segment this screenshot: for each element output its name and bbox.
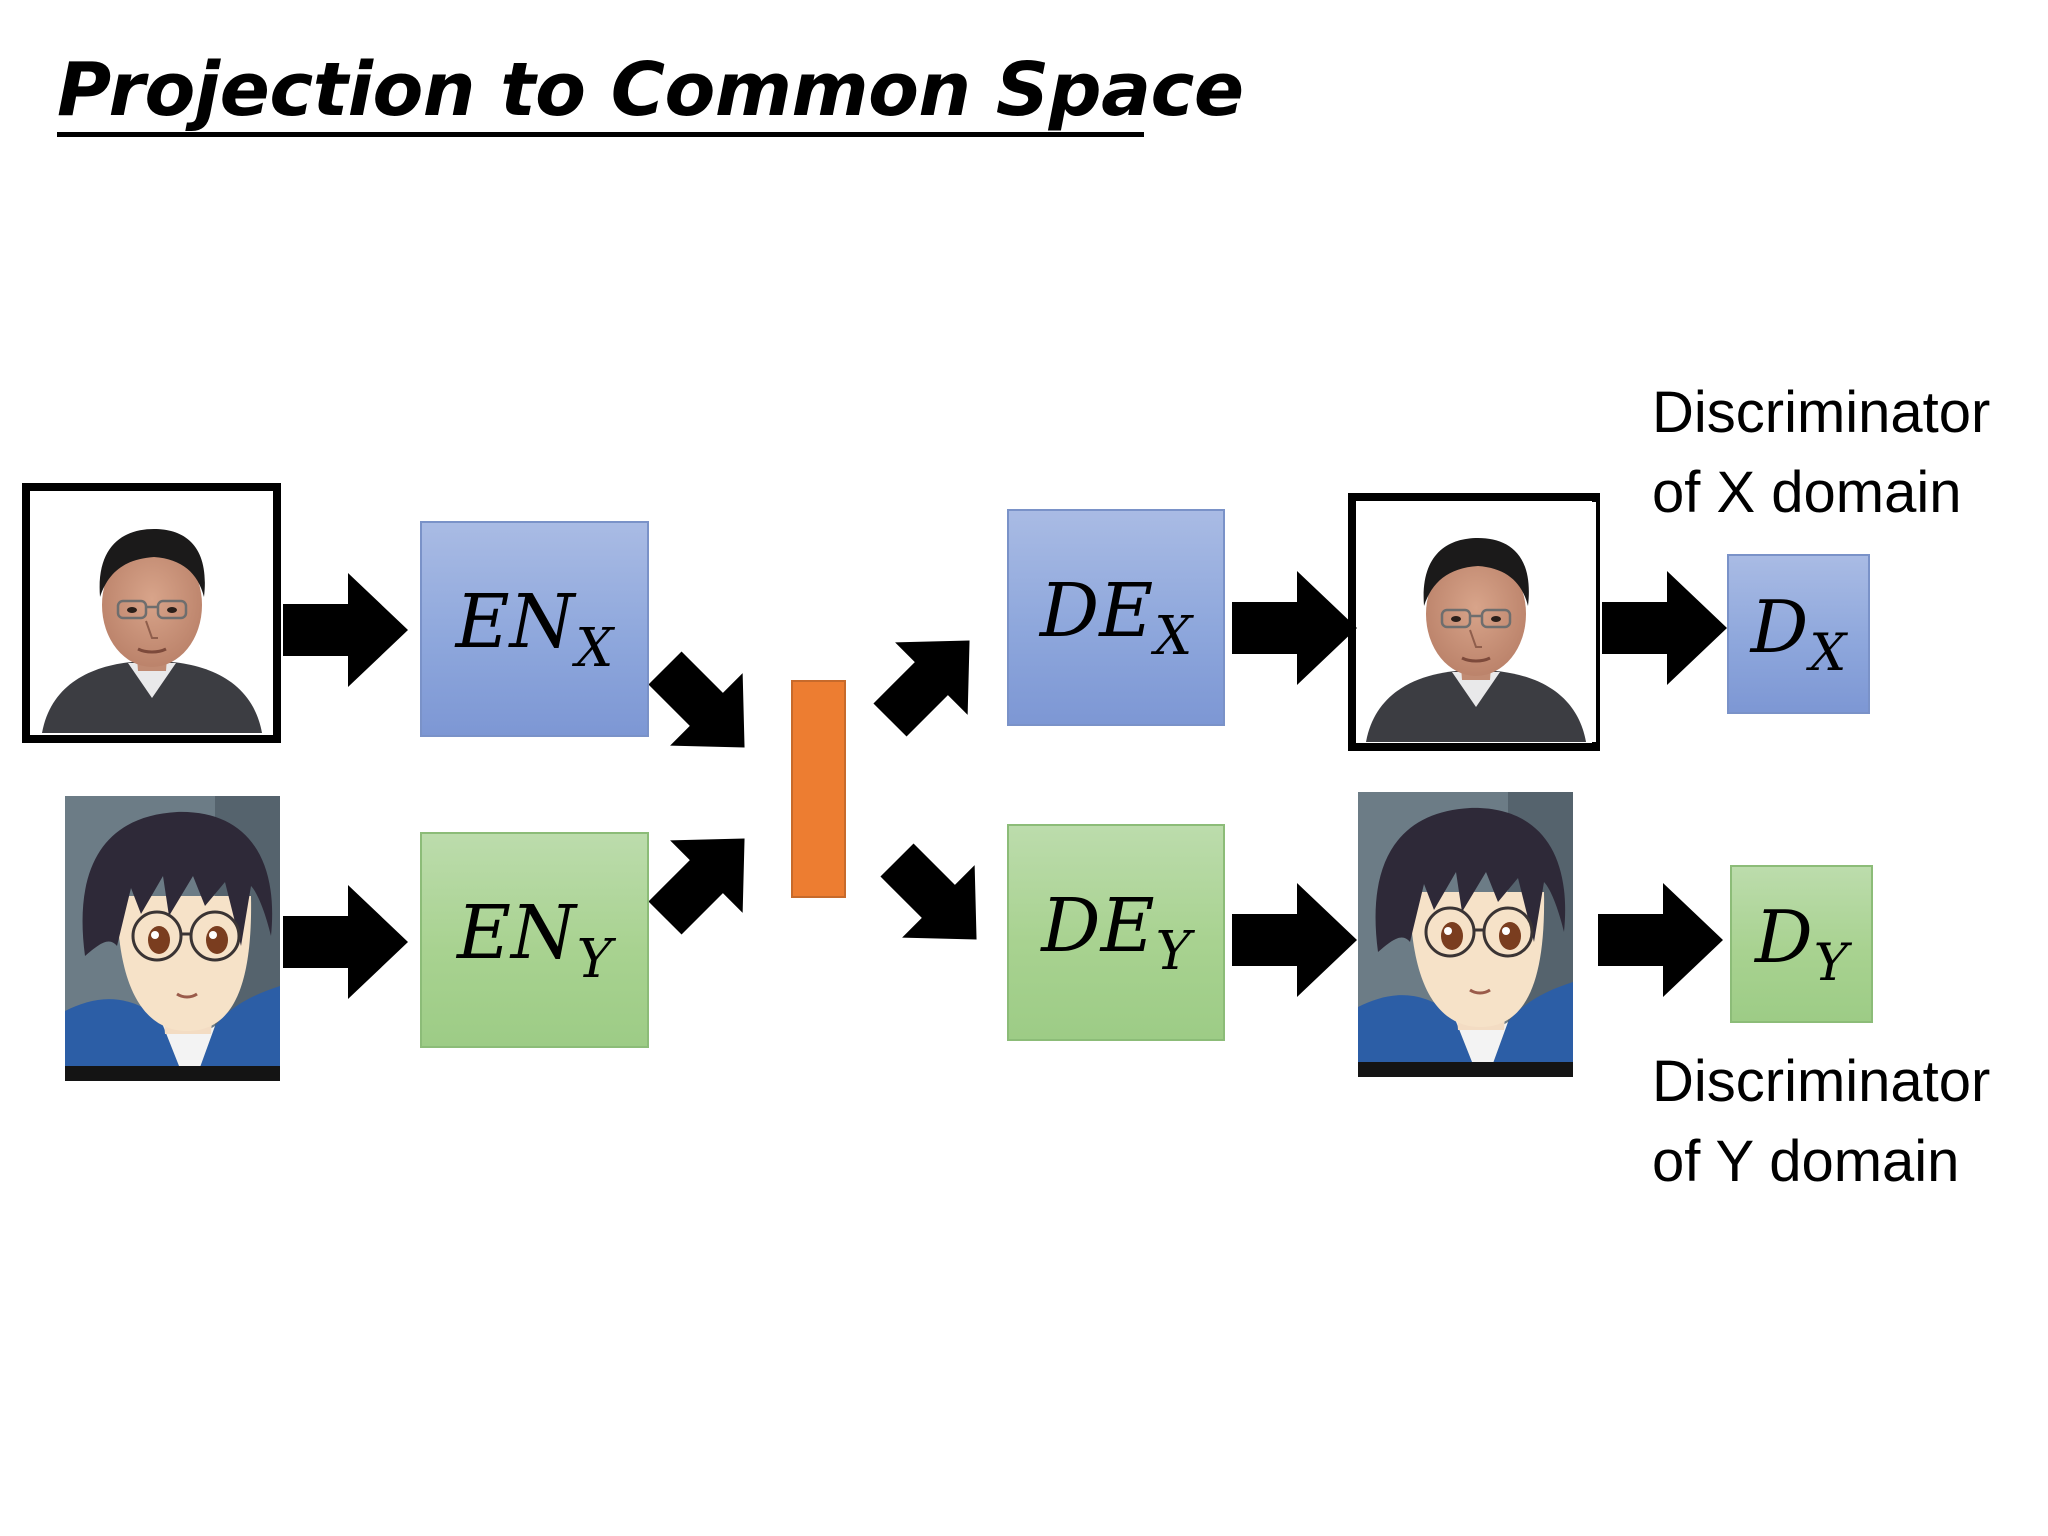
discriminator-y-label: DY [1755,895,1848,993]
encoder-x-base: EN [455,579,575,666]
arrow-decoder-x-to-output [1232,571,1357,685]
discriminator-x-base: D [1750,585,1809,670]
arrow-input-x-to-encoder [283,573,408,687]
decoder-y-label: DEY [1041,883,1191,982]
arrow-encoder-x-to-latent [628,631,781,784]
input-x-real-face-icon [22,483,281,743]
common-space-latent-bar [791,680,846,898]
discriminator-x-caption-line1: Discriminator [1652,380,1991,445]
decoder-x-base: DE [1039,567,1154,654]
decoder-x-subscript: X [1154,605,1193,668]
discriminator-y-box: DY [1730,865,1873,1023]
discriminator-x-caption-line2: of X domain [1652,460,1962,525]
discriminator-x-subscript: X [1809,622,1847,683]
encoder-y-label: ENY [457,890,612,989]
discriminator-y-base: D [1755,895,1813,980]
decoder-y-box: DEY [1007,824,1225,1041]
output-y-anime-face-icon [1356,790,1575,1079]
discriminator-y-caption: Discriminator of Y domain [1652,1042,1990,1202]
discriminator-y-caption-line1: Discriminator [1652,1049,1991,1114]
decoder-y-subscript: Y [1155,920,1191,983]
decoder-y-base: DE [1041,882,1155,969]
discriminator-y-subscript: Y [1813,932,1848,993]
decoder-x-box: DEX [1007,509,1225,726]
discriminator-x-box: DX [1727,554,1870,714]
arrow-encoder-y-to-latent [628,802,781,955]
encoder-x-box: ENX [420,521,649,737]
arrow-latent-to-decoder-y [860,823,1013,976]
encoder-y-subscript: Y [576,927,612,990]
arrow-output-y-to-discriminator [1598,883,1723,997]
slide-title: Projection to Common Space [57,47,1244,133]
arrow-latent-to-decoder-x [853,604,1006,757]
decoder-x-label: DEX [1040,568,1192,667]
encoder-y-box: ENY [420,832,649,1048]
encoder-x-subscript: X [575,616,614,679]
output-x-real-face-icon [1348,493,1600,751]
title-underline [57,132,1144,137]
arrow-output-x-to-discriminator [1602,571,1727,685]
encoder-y-base: EN [457,890,576,977]
arrow-decoder-y-to-output [1232,883,1357,997]
discriminator-x-label: DX [1751,585,1847,683]
input-y-anime-face-icon [63,794,282,1083]
discriminator-x-caption: Discriminator of X domain [1652,373,1990,533]
discriminator-y-caption-line2: of Y domain [1652,1129,1960,1194]
encoder-x-label: ENX [456,579,614,678]
arrow-input-y-to-encoder [283,885,408,999]
